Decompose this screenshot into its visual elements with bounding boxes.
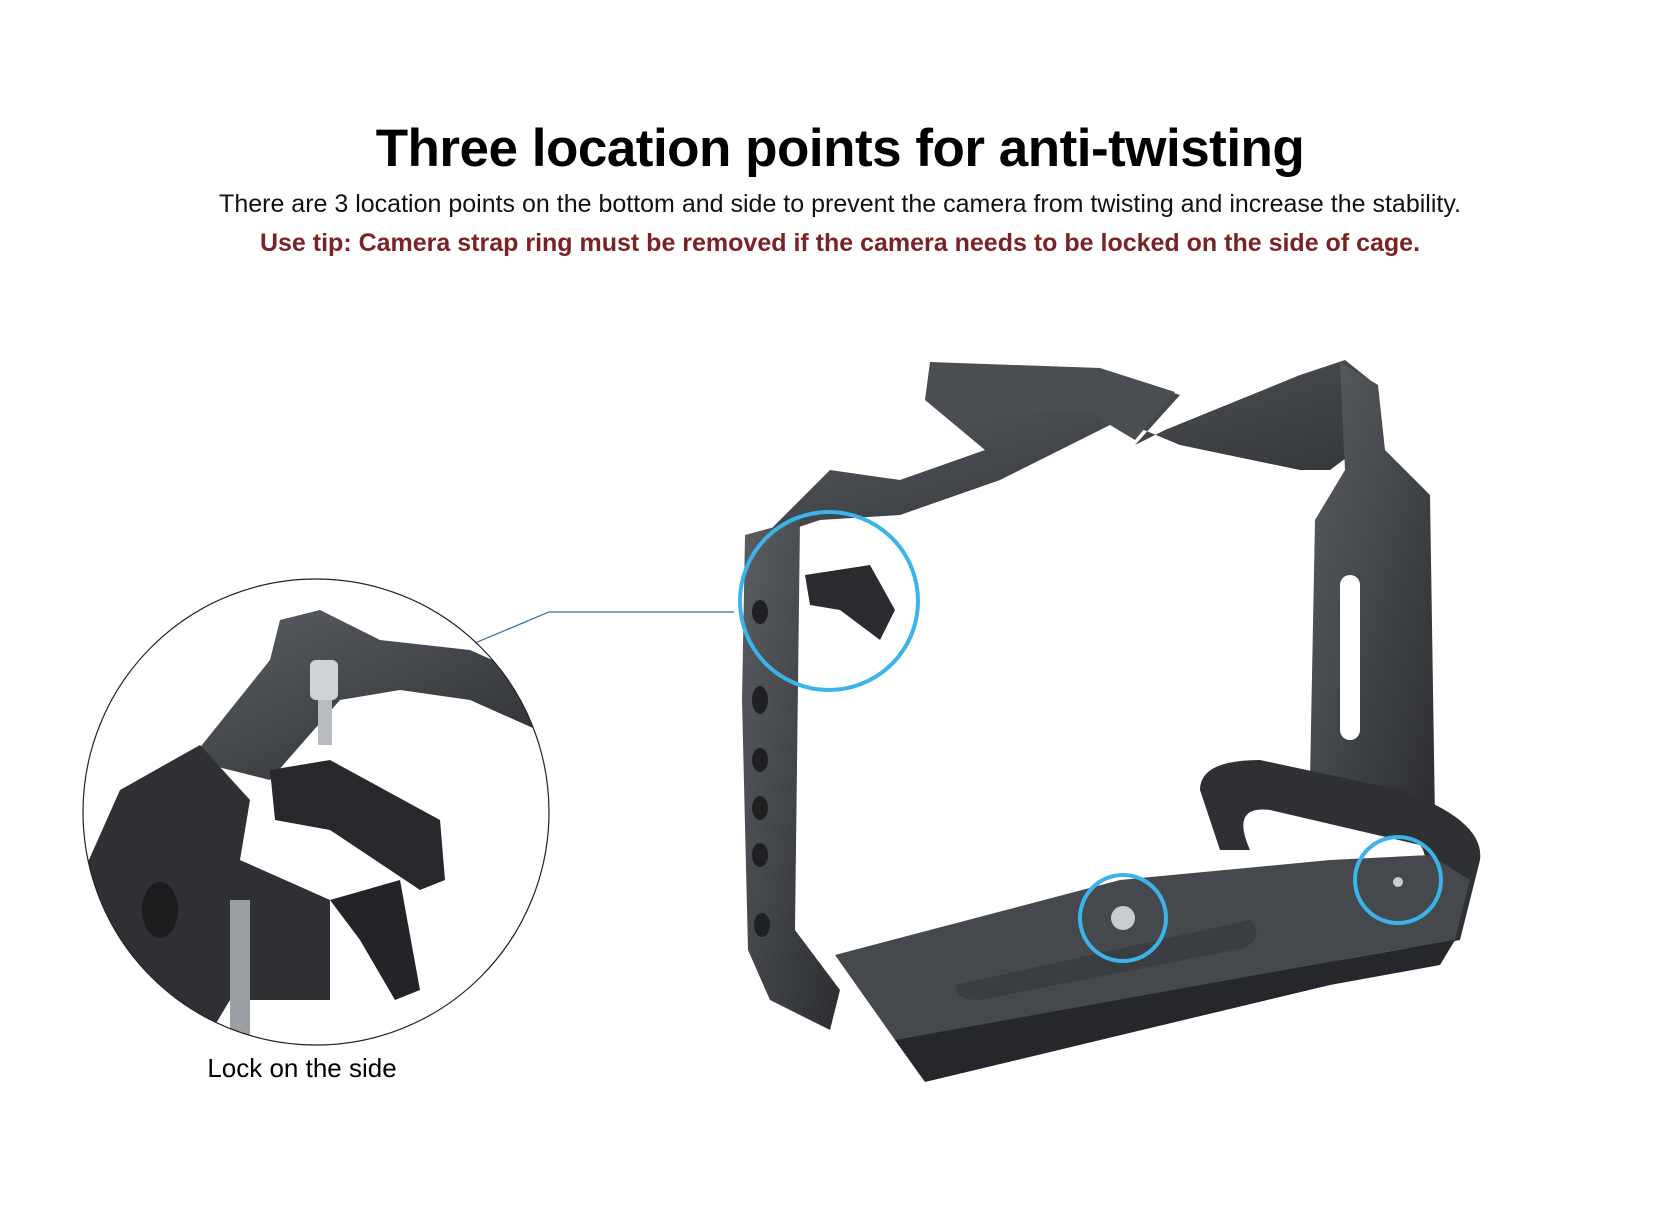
location-point-side-highlight	[738, 510, 920, 692]
camera-cage	[742, 360, 1481, 1082]
side-lock-detail-inset	[82, 578, 550, 1046]
location-point-bottom-highlight	[1078, 873, 1168, 963]
page-title: Three location points for anti-twisting	[375, 119, 1305, 178]
description: There are 3 location points on the botto…	[219, 190, 1461, 218]
callout-line	[474, 611, 734, 644]
inset-caption: Lock on the side	[207, 1053, 397, 1083]
location-point-grip-highlight	[1353, 835, 1443, 925]
use-tip: Use tip: Camera strap ring must be remov…	[259, 229, 1421, 257]
